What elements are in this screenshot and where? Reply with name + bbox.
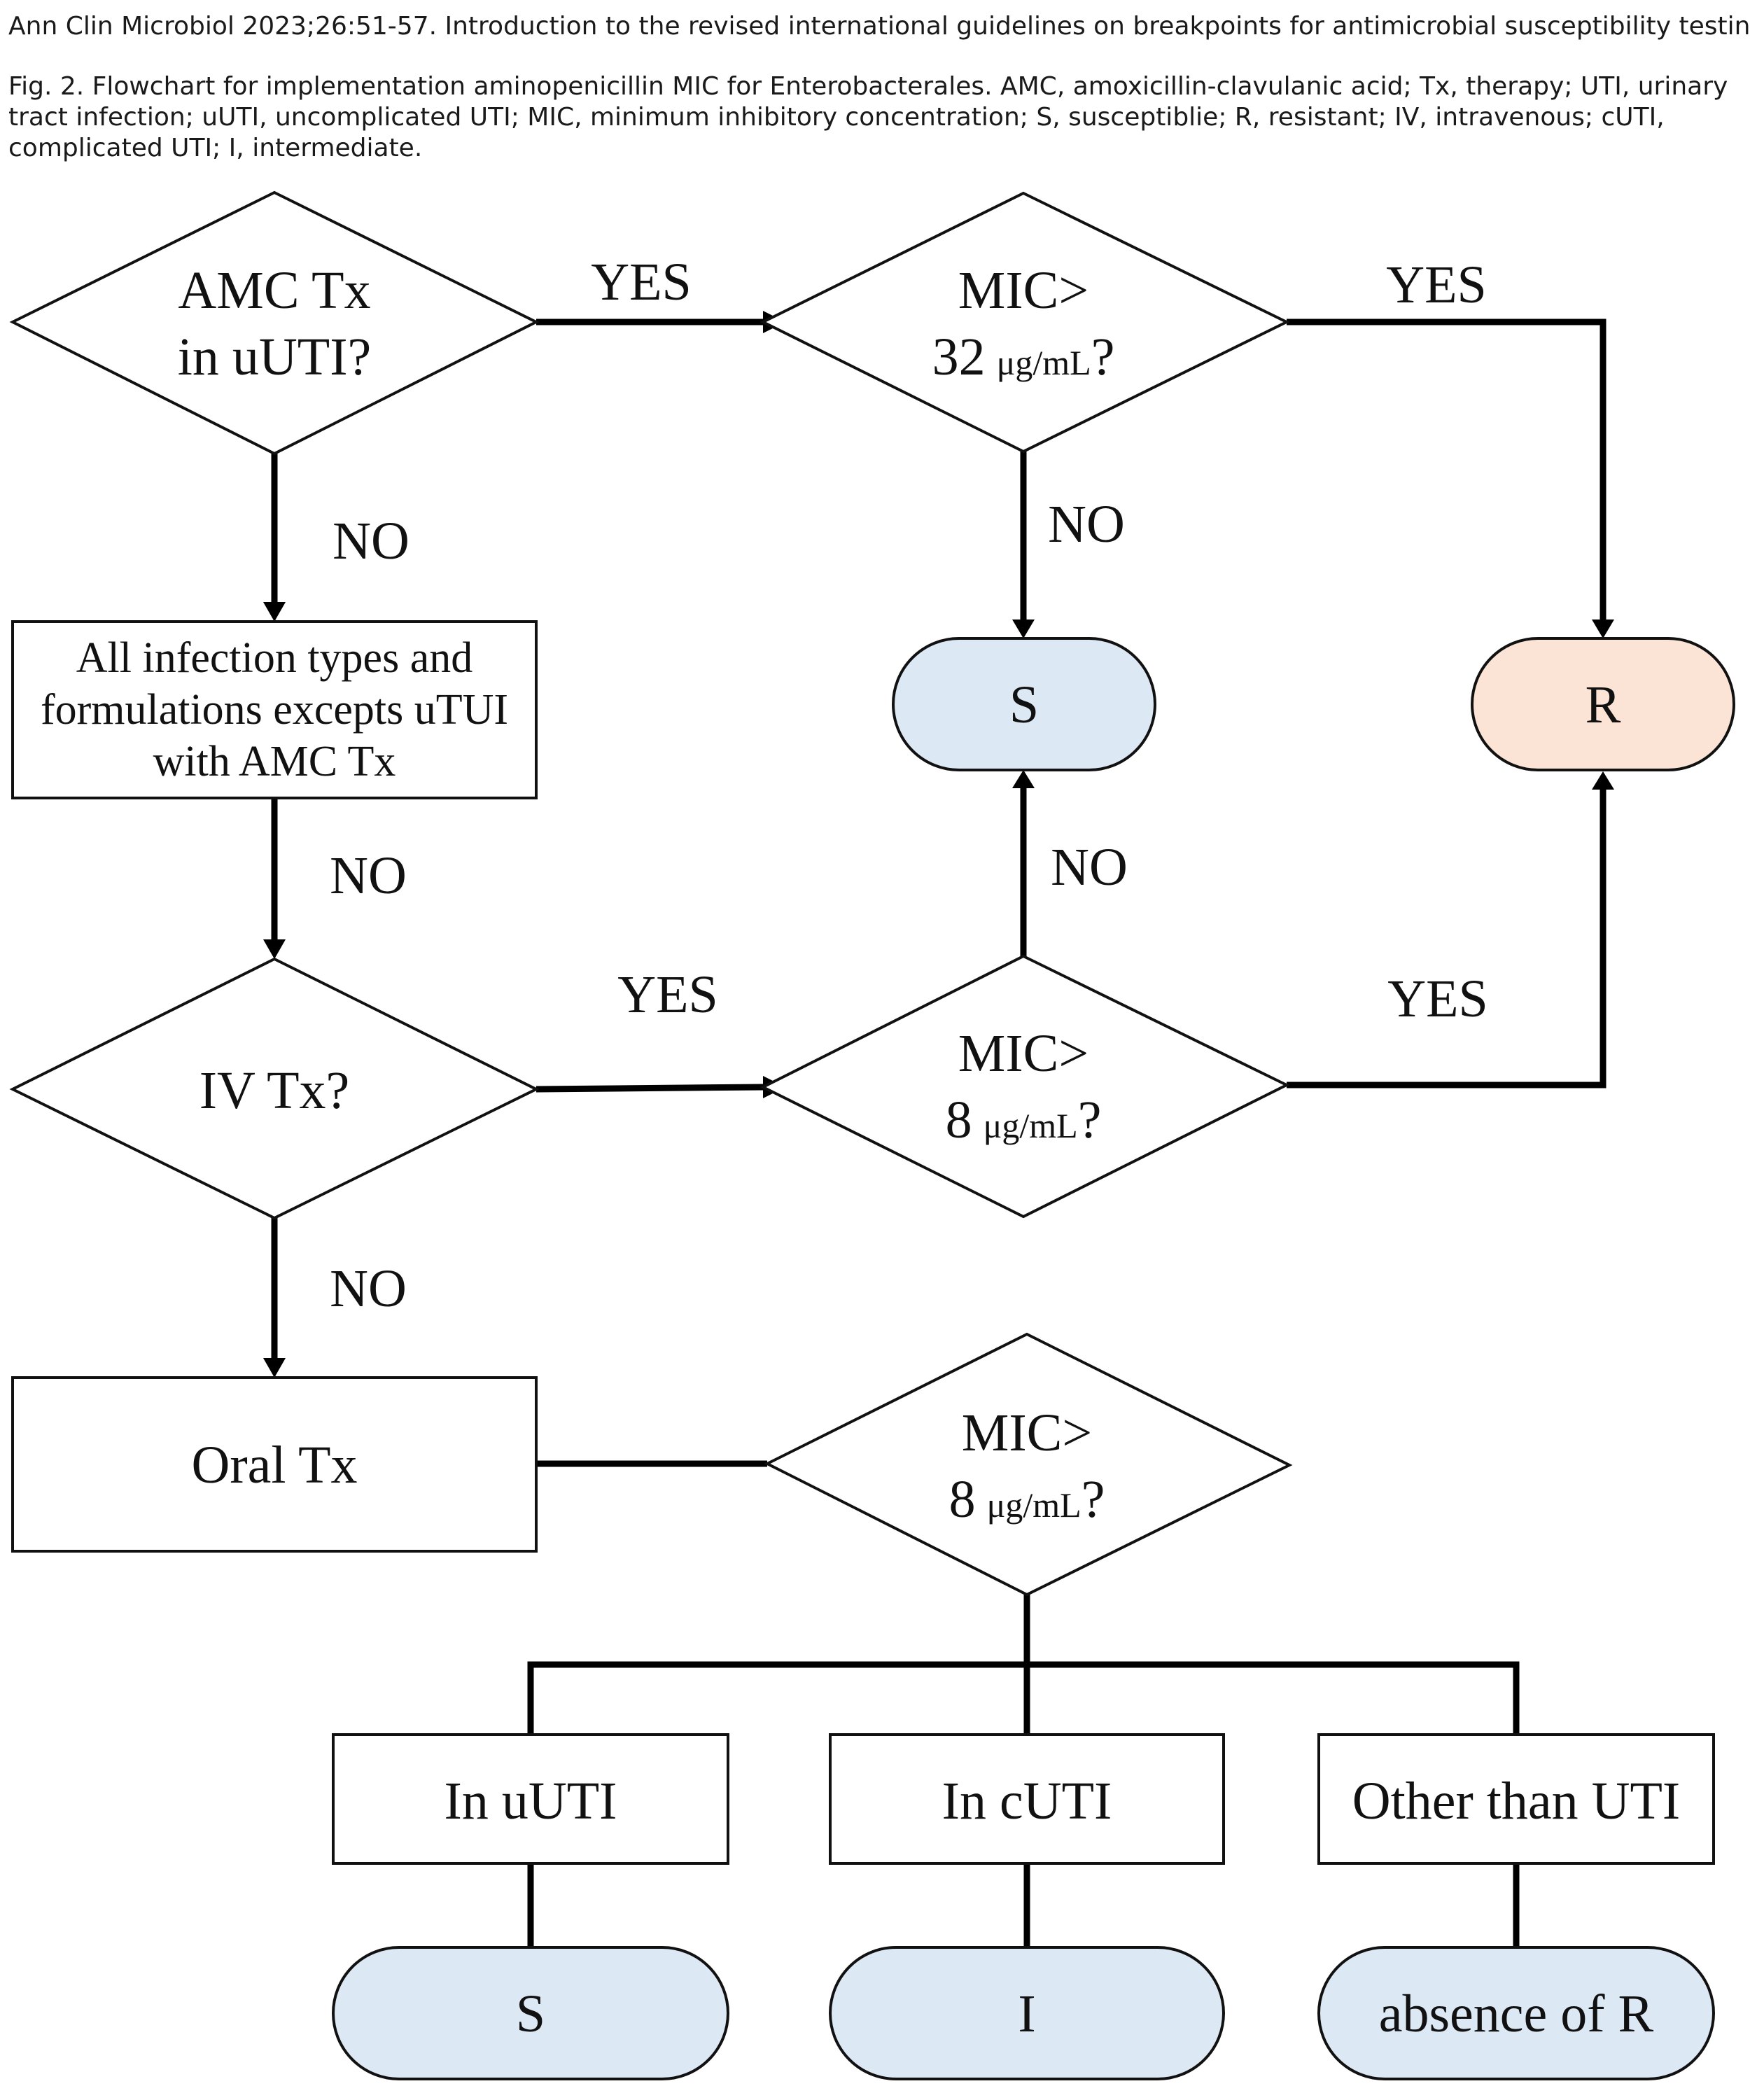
result-s-top-label: S [1009, 676, 1039, 734]
result-i-bottom-shape [829, 1946, 1225, 2080]
process-all-line1: All infection types and [76, 634, 472, 682]
label-mic8-yes: YES [1387, 969, 1488, 1028]
process-in-cuti: In cUTI [829, 1733, 1225, 1865]
decision-iv-label: IV Tx? [200, 1061, 350, 1120]
edge-mic8-to-r [1287, 790, 1606, 1088]
label-amc-yes: YES [591, 253, 692, 312]
decision-mic8-iv-line1: MIC> [958, 1024, 1088, 1083]
process-all-line2: formulations excepts uTUI [41, 686, 508, 734]
result-i-bottom: I [829, 1946, 1225, 2080]
process-other-than-uti: Other than UTI [1317, 1733, 1715, 1865]
result-r-top-label: R [1586, 676, 1621, 734]
label-mic32-no: NO [1048, 495, 1125, 554]
process-all-infection-types: All infection types and formulations exc… [11, 620, 538, 799]
edge-split-bar [527, 1661, 1520, 1735]
decision-amc-line2: in uUTI? [178, 328, 371, 386]
decision-mic32-line1: MIC> [958, 261, 1088, 320]
result-r-top-shape [1471, 637, 1735, 771]
process-in-uuti: In uUTI [332, 1733, 729, 1865]
process-all-line3: with AMC Tx [153, 738, 396, 785]
label-iv-yes: YES [617, 965, 718, 1024]
result-absence-label: absence of R [1379, 1984, 1654, 2043]
result-s-bottom-label: S [516, 1984, 545, 2043]
label-all-no: NO [330, 846, 407, 905]
label-amc-no: NO [332, 512, 410, 570]
decision-iv: IV Tx? [9, 957, 540, 1220]
journal-citation: Ann Clin Microbiol 2023;26:51-57. Introd… [8, 12, 1750, 41]
result-r-top: R [1471, 637, 1735, 771]
arrowhead-down [1012, 620, 1035, 638]
arrowhead-down [263, 602, 286, 622]
result-s-top: S [892, 637, 1156, 771]
arrowhead-down [1592, 620, 1614, 638]
connectors [263, 311, 1614, 1947]
decision-amc-uuti: AMC Tx in uUTI? [9, 190, 540, 456]
result-absence-shape [1317, 1946, 1715, 2080]
label-iv-no: NO [330, 1259, 407, 1318]
result-s-top-shape [892, 637, 1156, 771]
arrowhead-down [263, 939, 286, 959]
process-in-uuti-label: In uUTI [444, 1772, 617, 1830]
edge-labels: YES NO YES NO NO YES NO NO YES [330, 253, 1488, 1318]
process-oral: Oral Tx [11, 1376, 538, 1553]
decision-amc-line1: AMC Tx [178, 261, 370, 320]
process-oral-label: Oral Tx [191, 1436, 357, 1494]
result-absence-of-r: absence of R [1317, 1946, 1715, 2080]
process-other-label: Other than UTI [1352, 1772, 1681, 1830]
edge-iv-to-mic8 [536, 1084, 764, 1093]
arrowhead-down [263, 1358, 286, 1378]
label-mic8-no: NO [1051, 838, 1128, 897]
figure-caption: Fig. 2. Flowchart for implementation ami… [8, 72, 1728, 162]
decision-mic8-oral-line1: MIC> [962, 1404, 1092, 1462]
edge-mic32-to-r [1287, 318, 1606, 620]
result-s-bottom: S [332, 1946, 729, 2080]
arrowhead-up [1012, 770, 1035, 788]
process-in-cuti-label: In cUTI [942, 1772, 1112, 1830]
result-s-bottom-shape [332, 1946, 729, 2080]
result-i-bottom-label: I [1018, 1984, 1035, 2043]
arrowhead-up [1592, 771, 1614, 790]
label-mic32-yes: YES [1386, 255, 1487, 314]
